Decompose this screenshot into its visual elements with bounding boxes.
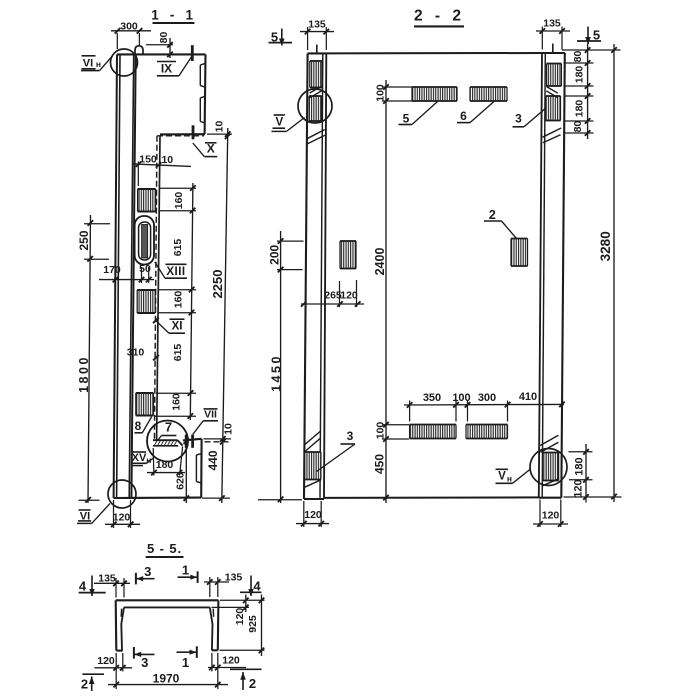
svg-text:1: 1 — [182, 655, 189, 670]
svg-text:300: 300 — [478, 392, 496, 404]
svg-text:1970: 1970 — [153, 672, 180, 686]
svg-text:5: 5 — [403, 112, 410, 126]
svg-text:2 - 2: 2 - 2 — [414, 8, 465, 25]
svg-text:180: 180 — [574, 100, 586, 118]
svg-text:3280: 3280 — [598, 231, 613, 261]
svg-text:3: 3 — [347, 429, 354, 443]
svg-text:100: 100 — [452, 392, 470, 404]
svg-text:XIII: XIII — [166, 266, 185, 278]
svg-text:80: 80 — [158, 32, 170, 44]
svg-text:135: 135 — [308, 19, 326, 31]
svg-text:160: 160 — [172, 291, 184, 309]
svg-text:350: 350 — [423, 392, 441, 404]
svg-text:310: 310 — [127, 347, 145, 359]
svg-text:10: 10 — [223, 423, 235, 435]
svg-text:170: 170 — [103, 264, 121, 276]
svg-text:100: 100 — [375, 84, 387, 102]
svg-text:1 - 1: 1 - 1 — [151, 8, 197, 23]
svg-text:10: 10 — [214, 121, 226, 133]
svg-text:620: 620 — [174, 472, 186, 490]
svg-text:1800: 1800 — [77, 355, 91, 393]
svg-text:2: 2 — [81, 677, 88, 692]
svg-text:120: 120 — [113, 511, 131, 523]
svg-text:1450: 1450 — [269, 354, 283, 392]
svg-text:4: 4 — [253, 579, 261, 594]
svg-text:180: 180 — [574, 66, 586, 84]
svg-text:3: 3 — [141, 655, 148, 670]
svg-text:440: 440 — [206, 450, 220, 470]
svg-text:150: 150 — [139, 153, 157, 165]
svg-text:180: 180 — [574, 457, 586, 475]
svg-text:120: 120 — [97, 655, 115, 667]
svg-text:V: V — [275, 117, 283, 129]
svg-text:VI: VI — [80, 511, 90, 523]
svg-text:н: н — [507, 474, 512, 484]
svg-text:120: 120 — [304, 509, 322, 521]
svg-text:3: 3 — [144, 564, 151, 579]
svg-text:5: 5 — [271, 30, 278, 45]
svg-text:180: 180 — [156, 459, 174, 471]
svg-text:120: 120 — [222, 655, 240, 667]
svg-text:2: 2 — [249, 676, 256, 691]
svg-text:10: 10 — [161, 154, 173, 166]
svg-text:120: 120 — [573, 479, 585, 497]
svg-text:7: 7 — [165, 420, 172, 435]
svg-text:135: 135 — [225, 571, 243, 583]
svg-text:925: 925 — [247, 615, 259, 633]
svg-text:80: 80 — [572, 121, 584, 133]
svg-text:3: 3 — [515, 112, 522, 126]
svg-text:80: 80 — [572, 51, 584, 63]
svg-text:120: 120 — [542, 510, 560, 522]
svg-text:265: 265 — [324, 290, 342, 302]
svg-text:615: 615 — [172, 239, 184, 257]
svg-text:4: 4 — [79, 579, 87, 594]
svg-text:VII: VII — [204, 409, 217, 421]
svg-text:250: 250 — [77, 230, 91, 250]
svg-text:160: 160 — [171, 393, 183, 411]
svg-text:50: 50 — [139, 263, 151, 275]
svg-text:2: 2 — [489, 208, 496, 222]
svg-text:135: 135 — [543, 18, 561, 30]
svg-text:2250: 2250 — [210, 270, 225, 299]
svg-text:450: 450 — [373, 454, 387, 474]
svg-text:6: 6 — [460, 109, 467, 123]
svg-text:100: 100 — [375, 422, 387, 440]
svg-text:IX: IX — [161, 62, 172, 76]
svg-text:120: 120 — [234, 608, 246, 626]
svg-text:н: н — [96, 59, 101, 69]
svg-text:120: 120 — [340, 290, 358, 302]
svg-text:1: 1 — [182, 563, 189, 578]
svg-text:2400: 2400 — [373, 248, 387, 276]
svg-text:615: 615 — [172, 344, 184, 362]
svg-text:V: V — [498, 471, 506, 483]
svg-text:XI: XI — [172, 321, 183, 333]
svg-text:135: 135 — [98, 572, 116, 584]
svg-text:8: 8 — [135, 419, 142, 433]
svg-text:н: н — [146, 455, 151, 465]
svg-text:XV: XV — [132, 452, 147, 464]
svg-text:160: 160 — [173, 192, 185, 210]
svg-text:410: 410 — [519, 391, 537, 403]
svg-text:5 - 5.: 5 - 5. — [147, 541, 182, 556]
svg-text:X: X — [207, 142, 215, 156]
svg-text:VI: VI — [83, 58, 93, 70]
svg-text:200: 200 — [268, 244, 282, 264]
svg-text:5: 5 — [593, 28, 600, 43]
svg-text:300: 300 — [120, 21, 138, 33]
